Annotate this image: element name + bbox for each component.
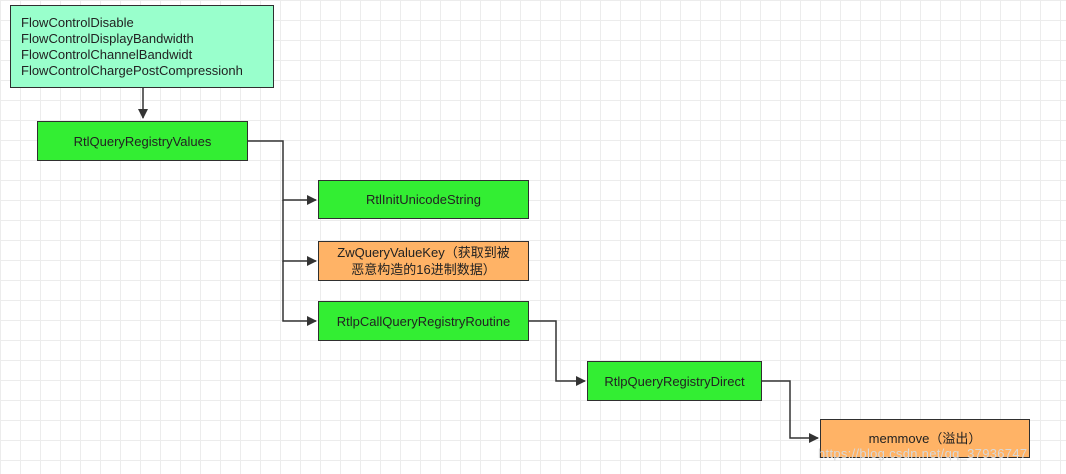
parameter-line: FlowControlDisable bbox=[21, 15, 134, 30]
parameter-line: FlowControlChargePostCompressionh bbox=[21, 63, 243, 78]
node-rtlpcallqueryregistryroutine: RtlpCallQueryRegistryRoutine bbox=[318, 301, 529, 341]
edge-rtlpqueryregistrydirect-to-memmove bbox=[762, 380, 819, 443]
node-rtlinitunicodestring: RtlInitUnicodeString bbox=[318, 180, 529, 219]
node-rtlpqueryregistrydirect: RtlpQueryRegistryDirect bbox=[587, 361, 762, 401]
node-label: RtlpCallQueryRegistryRoutine bbox=[336, 313, 511, 329]
edge-rtlqueryregistryvalues-to-rtlpcallqueryregistryroutine bbox=[282, 261, 317, 326]
parameter-line: FlowControlChannelBandwidt bbox=[21, 47, 193, 62]
node-label: memmove（溢出） bbox=[868, 431, 982, 446]
node-label: RtlInitUnicodeString bbox=[366, 192, 481, 207]
parameter-list-box: FlowControlDisable FlowControlDisplayBan… bbox=[10, 5, 274, 88]
watermark-text: https://blog.csdn.net/qq_37936747 bbox=[818, 446, 1028, 461]
edge-rtlqueryregistryvalues-to-rtlinitunicodestring bbox=[248, 140, 317, 205]
node-rtlqueryregistryvalues: RtlQueryRegistryValues bbox=[37, 121, 248, 161]
edge-rtlqueryregistryvalues-to-zwqueryvaluekey bbox=[282, 200, 317, 266]
node-label: ZwQueryValueKey（获取到被 恶意构造的16进制数据） bbox=[337, 245, 510, 277]
node-label: RtlQueryRegistryValues bbox=[73, 133, 212, 149]
node-label: RtlpQueryRegistryDirect bbox=[604, 373, 745, 389]
node-memmove: memmove（溢出） bbox=[820, 419, 1030, 458]
edge-rtlpcallqueryregistryroutine-to-rtlpqueryregistrydirect bbox=[529, 320, 586, 386]
parameter-line: FlowControlDisplayBandwidth bbox=[21, 31, 194, 46]
node-zwqueryvaluekey: ZwQueryValueKey（获取到被 恶意构造的16进制数据） bbox=[318, 241, 529, 281]
